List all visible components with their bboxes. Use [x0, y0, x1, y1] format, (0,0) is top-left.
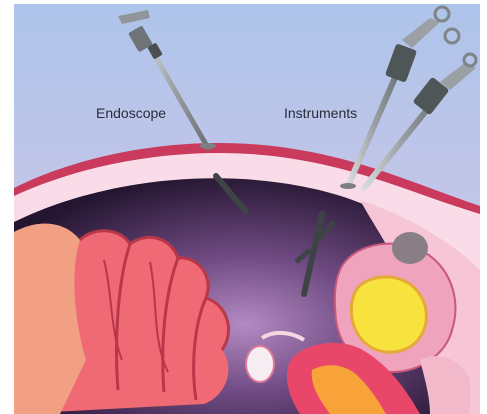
endoscope-label: Endoscope [96, 105, 166, 121]
instruments-label: Instruments [284, 105, 357, 121]
ovary [246, 346, 274, 382]
bladder [392, 232, 428, 264]
endoscope-port [200, 143, 216, 149]
instrument-1-port [340, 183, 356, 189]
